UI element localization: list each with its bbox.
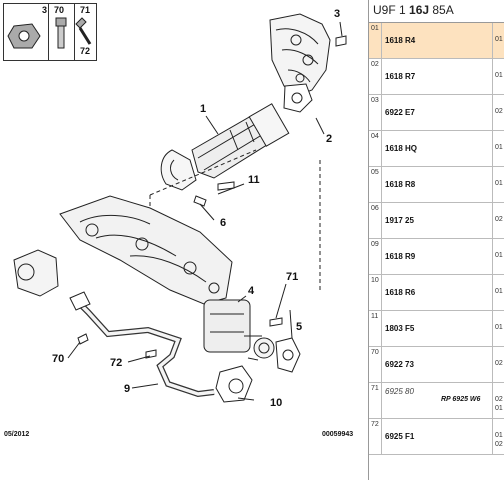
quantity-value-secondary: 02 xyxy=(495,441,503,448)
part-number-link[interactable]: 1618 R9 xyxy=(385,252,416,261)
quantity-cell: 01 xyxy=(492,59,504,94)
quantity-cell: 02 xyxy=(492,347,504,382)
exploded-parts-diagram: 3 70 71 72 1 2 3 4 5 6 9 10 11 70 71 72 … xyxy=(3,3,354,438)
header-suffix: 85A xyxy=(429,3,454,17)
quantity-cell: 02 xyxy=(492,95,504,130)
quantity-value: 02 xyxy=(495,108,503,115)
callout-6: 6 xyxy=(220,217,227,229)
part-number-link[interactable]: 1618 R8 xyxy=(385,180,416,189)
callout-71: 71 xyxy=(286,271,299,283)
part-number-link[interactable]: 1618 R6 xyxy=(385,288,416,297)
quantity-value: 02 xyxy=(495,360,503,367)
part-number-link[interactable]: 1917 25 xyxy=(385,216,414,225)
row-index: 10 xyxy=(369,275,382,310)
header-prefix: U9F 1 xyxy=(373,3,410,17)
quantity-cell: 02 xyxy=(492,203,504,238)
header-bold: 16J xyxy=(409,3,430,17)
callout-70: 70 xyxy=(52,353,65,365)
parts-drawing xyxy=(13,13,347,403)
row-index: 03 xyxy=(369,95,382,130)
part-number-link[interactable]: 1618 R4 xyxy=(385,36,416,45)
quantity-cell: 01 xyxy=(492,311,504,346)
hw-callout-72: 72 xyxy=(80,46,91,56)
panel-header: U9F 1 16J 85A xyxy=(369,0,504,23)
callout-1: 1 xyxy=(200,103,207,115)
callout-3: 3 xyxy=(334,8,341,20)
quantity-value: 02 xyxy=(495,216,503,223)
part-number-link[interactable]: 1618 HQ xyxy=(385,144,418,153)
callout-9: 9 xyxy=(124,383,131,395)
callout-72: 72 xyxy=(110,357,123,369)
hardware-legend-box: 3 70 71 72 xyxy=(3,3,97,61)
quantity-cell: 01 xyxy=(492,239,504,274)
callout-4: 4 xyxy=(248,285,255,297)
replacement-part-number[interactable]: RP 6925 W6 xyxy=(441,396,481,403)
callout-11: 11 xyxy=(248,174,260,186)
quantity-value: 01 xyxy=(495,252,503,259)
hw-callout-70: 70 xyxy=(54,5,65,15)
callout-2: 2 xyxy=(326,133,333,145)
quantity-value-secondary: 01 xyxy=(495,405,503,412)
row-index: 70 xyxy=(369,347,382,382)
row-index: 02 xyxy=(369,59,382,94)
part-number-link[interactable]: 6922 73 xyxy=(385,360,414,369)
row-index: 71 xyxy=(369,383,382,418)
row-index: 11 xyxy=(369,311,382,346)
row-index: 05 xyxy=(369,167,382,202)
quantity-value: 01 xyxy=(495,180,503,187)
quantity-cell: 01 xyxy=(492,23,504,58)
callout-5: 5 xyxy=(296,321,303,333)
row-index: 06 xyxy=(369,203,382,238)
diagram-date: 05/2012 xyxy=(4,431,30,438)
callout-10: 10 xyxy=(270,397,283,409)
hardware-icons xyxy=(7,17,92,49)
quantity-cell: 01 xyxy=(492,131,504,166)
quantity-value: 01 xyxy=(495,72,503,79)
part-number-link[interactable]: 6925 80 xyxy=(385,387,414,396)
part-number-link[interactable]: 1803 F5 xyxy=(385,324,415,333)
part-number-link[interactable]: 6925 F1 xyxy=(385,432,415,441)
row-index: 09 xyxy=(369,239,382,274)
row-index: 04 xyxy=(369,131,382,166)
quantity-value: 01 xyxy=(495,324,503,331)
hw-callout-3: 3 xyxy=(42,5,48,15)
quantity-value: 01 xyxy=(495,288,503,295)
hw-callout-71: 71 xyxy=(80,5,91,15)
quantity-value: 01 xyxy=(495,144,503,151)
diagram-reference: 00059943 xyxy=(322,431,354,438)
quantity-value: 01 xyxy=(495,36,503,43)
quantity-value: 01 xyxy=(495,432,503,439)
quantity-value: 02 xyxy=(495,396,503,403)
part-number-link[interactable]: 6922 E7 xyxy=(385,108,415,117)
row-index: 72 xyxy=(369,419,382,454)
quantity-cell: 01 xyxy=(492,275,504,310)
part-number-link[interactable]: 1618 R7 xyxy=(385,72,416,81)
quantity-cell: 01 xyxy=(492,167,504,202)
row-index: 01 xyxy=(369,23,382,58)
